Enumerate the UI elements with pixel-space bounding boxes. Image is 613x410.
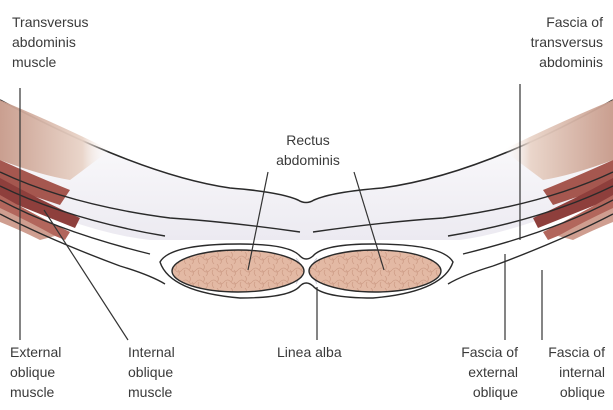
label-fascia-of-external-oblique: Fascia of external oblique (461, 342, 518, 402)
label-fascia-of-transversus-abdominis: Fascia of transversus abdominis (531, 12, 603, 72)
label-internal-oblique-muscle: Internal oblique muscle (128, 342, 175, 402)
label-rectus-abdominis: Rectus abdominis (268, 130, 348, 170)
label-transversus-abdominis-muscle: Transversus abdominis muscle (12, 12, 89, 72)
rectus-abdominis-left (172, 250, 304, 292)
rectus-abdominis-right (309, 250, 441, 292)
label-fascia-of-internal-oblique: Fascia of internal oblique (548, 342, 605, 402)
main-aponeurosis-band (0, 100, 613, 240)
label-external-oblique-muscle: External oblique muscle (10, 342, 61, 402)
label-linea-alba: Linea alba (277, 342, 342, 362)
